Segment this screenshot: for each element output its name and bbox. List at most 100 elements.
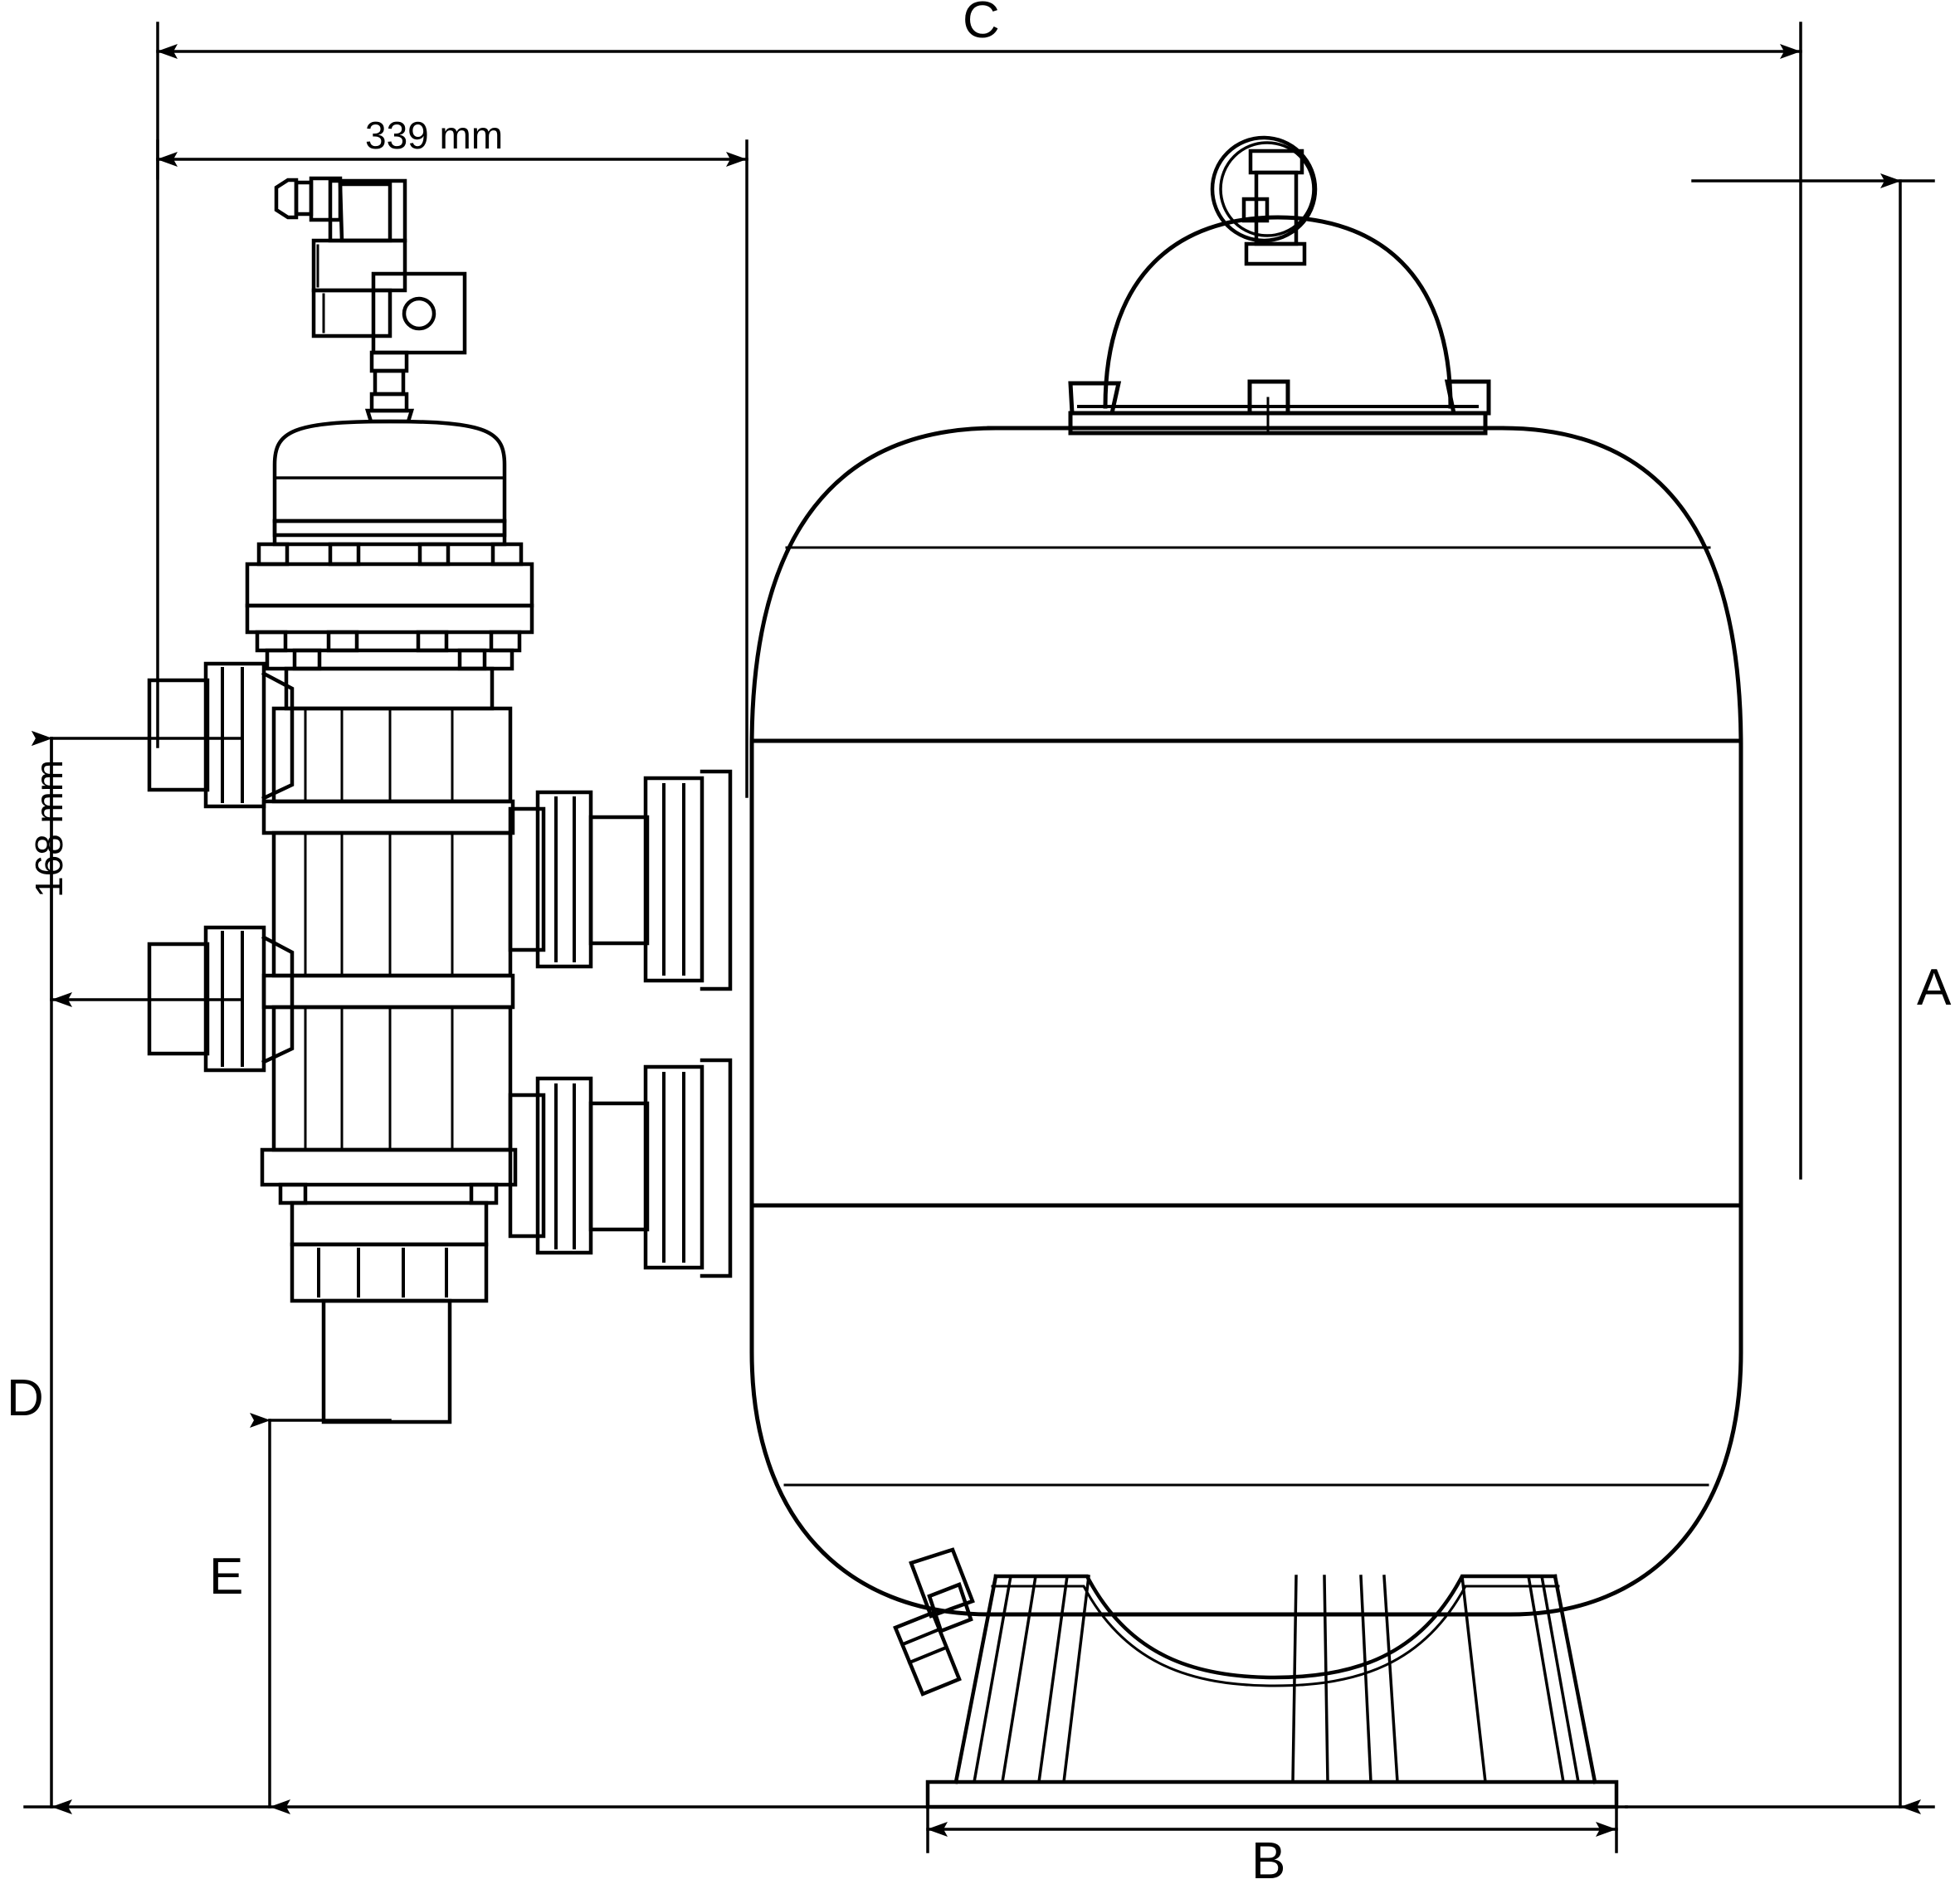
tank-port-upper-union-knurl — [662, 783, 685, 976]
air-valve-cap — [1248, 148, 1304, 175]
dimension-lines — [23, 22, 1935, 1853]
bolted-flange-joint — [245, 542, 534, 711]
din-connector-lower-left — [311, 288, 392, 338]
inlet-upper-knurl — [221, 667, 244, 803]
inlet-lower-union-nut — [203, 925, 266, 1073]
nut-3 — [416, 630, 449, 653]
air-release-valve — [1210, 135, 1318, 266]
flange-plate-lower — [245, 603, 534, 635]
din-plug-arm — [338, 182, 392, 243]
flange-plate-2 — [265, 648, 514, 671]
inlet-lower-taper — [261, 934, 295, 1064]
tank-port-lower — [508, 1058, 733, 1278]
tank-port-upper-knurl — [554, 796, 576, 962]
lid-lug-center — [1247, 379, 1290, 416]
tank-port-upper-union — [643, 776, 705, 983]
base-rib-3 — [1037, 1575, 1069, 1784]
dimension-label-port-spacing: 168 mm — [27, 759, 71, 898]
dimension-label-c: C — [963, 0, 1000, 49]
bottom-union-nut — [290, 1242, 489, 1303]
sensor-stem-nut-2 — [369, 392, 409, 413]
base-foot-plate — [925, 1779, 1619, 1809]
air-valve-ring — [1210, 135, 1318, 243]
air-valve-base — [1244, 241, 1307, 266]
base-saddle-top-2 — [991, 1585, 1560, 1687]
actuator-dome — [272, 419, 507, 523]
bolt-head-2 — [328, 542, 361, 567]
tank-port-lower-knurl — [554, 1083, 576, 1249]
valve-top-collar — [284, 666, 495, 711]
tank-dome-lid — [1068, 215, 1491, 436]
base-rib-7 — [1359, 1575, 1372, 1784]
cable-gland-hex — [274, 178, 299, 220]
valve-ring-2 — [261, 973, 515, 1010]
valve-bottom-neck — [290, 1200, 489, 1247]
pressure-sensor-assembly — [274, 176, 467, 424]
base-rib-10 — [1526, 1574, 1566, 1784]
tank-shell — [749, 426, 1743, 1617]
valve-segment-2-ribs — [304, 831, 454, 977]
inlet-upper-union-nut — [203, 661, 266, 809]
base-saddle-top — [993, 1574, 1558, 1680]
ribbed-pedestal-base — [925, 1574, 1619, 1809]
air-valve-lever — [1241, 197, 1270, 223]
valve-segment-1 — [271, 706, 513, 804]
din-connector-lower-right — [371, 271, 467, 355]
dimension-label-b: B — [1251, 1833, 1286, 1889]
flange-plate-upper — [245, 562, 534, 608]
drain-barb-stem — [893, 1610, 962, 1697]
sensor-stem-nut-1 — [369, 350, 409, 373]
nut-2 — [326, 630, 359, 653]
base-rib-9 — [1460, 1575, 1487, 1784]
base-rib-2 — [1000, 1574, 1038, 1784]
din-screw-boss — [402, 296, 436, 331]
valve-segment-3 — [271, 1005, 513, 1152]
multiport-valve-body — [260, 706, 518, 1247]
tank-port-upper-stub — [508, 806, 546, 952]
actuator-barrel — [272, 519, 507, 547]
sensor-stem — [373, 368, 406, 397]
dimension-label-d: D — [7, 1370, 44, 1427]
base-rib-1 — [972, 1574, 1013, 1784]
tank-port-lower-stub — [508, 1093, 546, 1239]
actuator-housing — [272, 419, 507, 547]
bottom-union-knurl — [317, 1248, 448, 1297]
valve-segment-2 — [271, 830, 513, 978]
actuator-body-upper — [272, 519, 507, 538]
drain-barb-ridges — [900, 1627, 948, 1665]
filter-tank-vessel — [749, 426, 1743, 1617]
nut-6 — [457, 648, 487, 671]
base-rib-11 — [1539, 1574, 1581, 1784]
bolt-head-3 — [417, 542, 451, 567]
tank-port-lower-pipe — [588, 1101, 650, 1232]
tank-port-lower-union — [643, 1064, 705, 1270]
din-connector-mid — [311, 238, 407, 293]
tank-port-upper — [508, 769, 733, 991]
inlet-port-lower — [147, 925, 295, 1073]
inlet-lower-knurl — [221, 931, 244, 1067]
cable-gland-body — [294, 180, 314, 217]
tank-port-lower-flange — [700, 1058, 733, 1278]
valve-bottom-union-outlet — [290, 1242, 489, 1424]
lid-lug-right — [1444, 379, 1491, 416]
tank-port-lower-union-knurl — [662, 1072, 685, 1263]
valve-bottom-nut-2 — [469, 1182, 499, 1205]
valve-ring-1 — [261, 799, 515, 835]
gland-nut — [309, 176, 343, 222]
lid-dome — [1103, 215, 1453, 409]
base-rib-8 — [1382, 1575, 1399, 1784]
base-skirt-right — [1553, 1574, 1597, 1784]
nut-5 — [292, 648, 322, 671]
bottom-outlet-pipe — [321, 1298, 452, 1424]
lid-lug-left — [1068, 381, 1122, 416]
nut-1 — [255, 630, 288, 653]
valve-segment-1-ribs — [304, 707, 454, 803]
air-valve-ring-inner — [1219, 141, 1315, 237]
bolt-head-1 — [256, 542, 290, 567]
dimension-label-e: E — [209, 1548, 244, 1605]
tank-port-upper-flange — [700, 769, 733, 991]
nut-4 — [489, 630, 522, 653]
valve-bottom-flange — [260, 1147, 518, 1187]
